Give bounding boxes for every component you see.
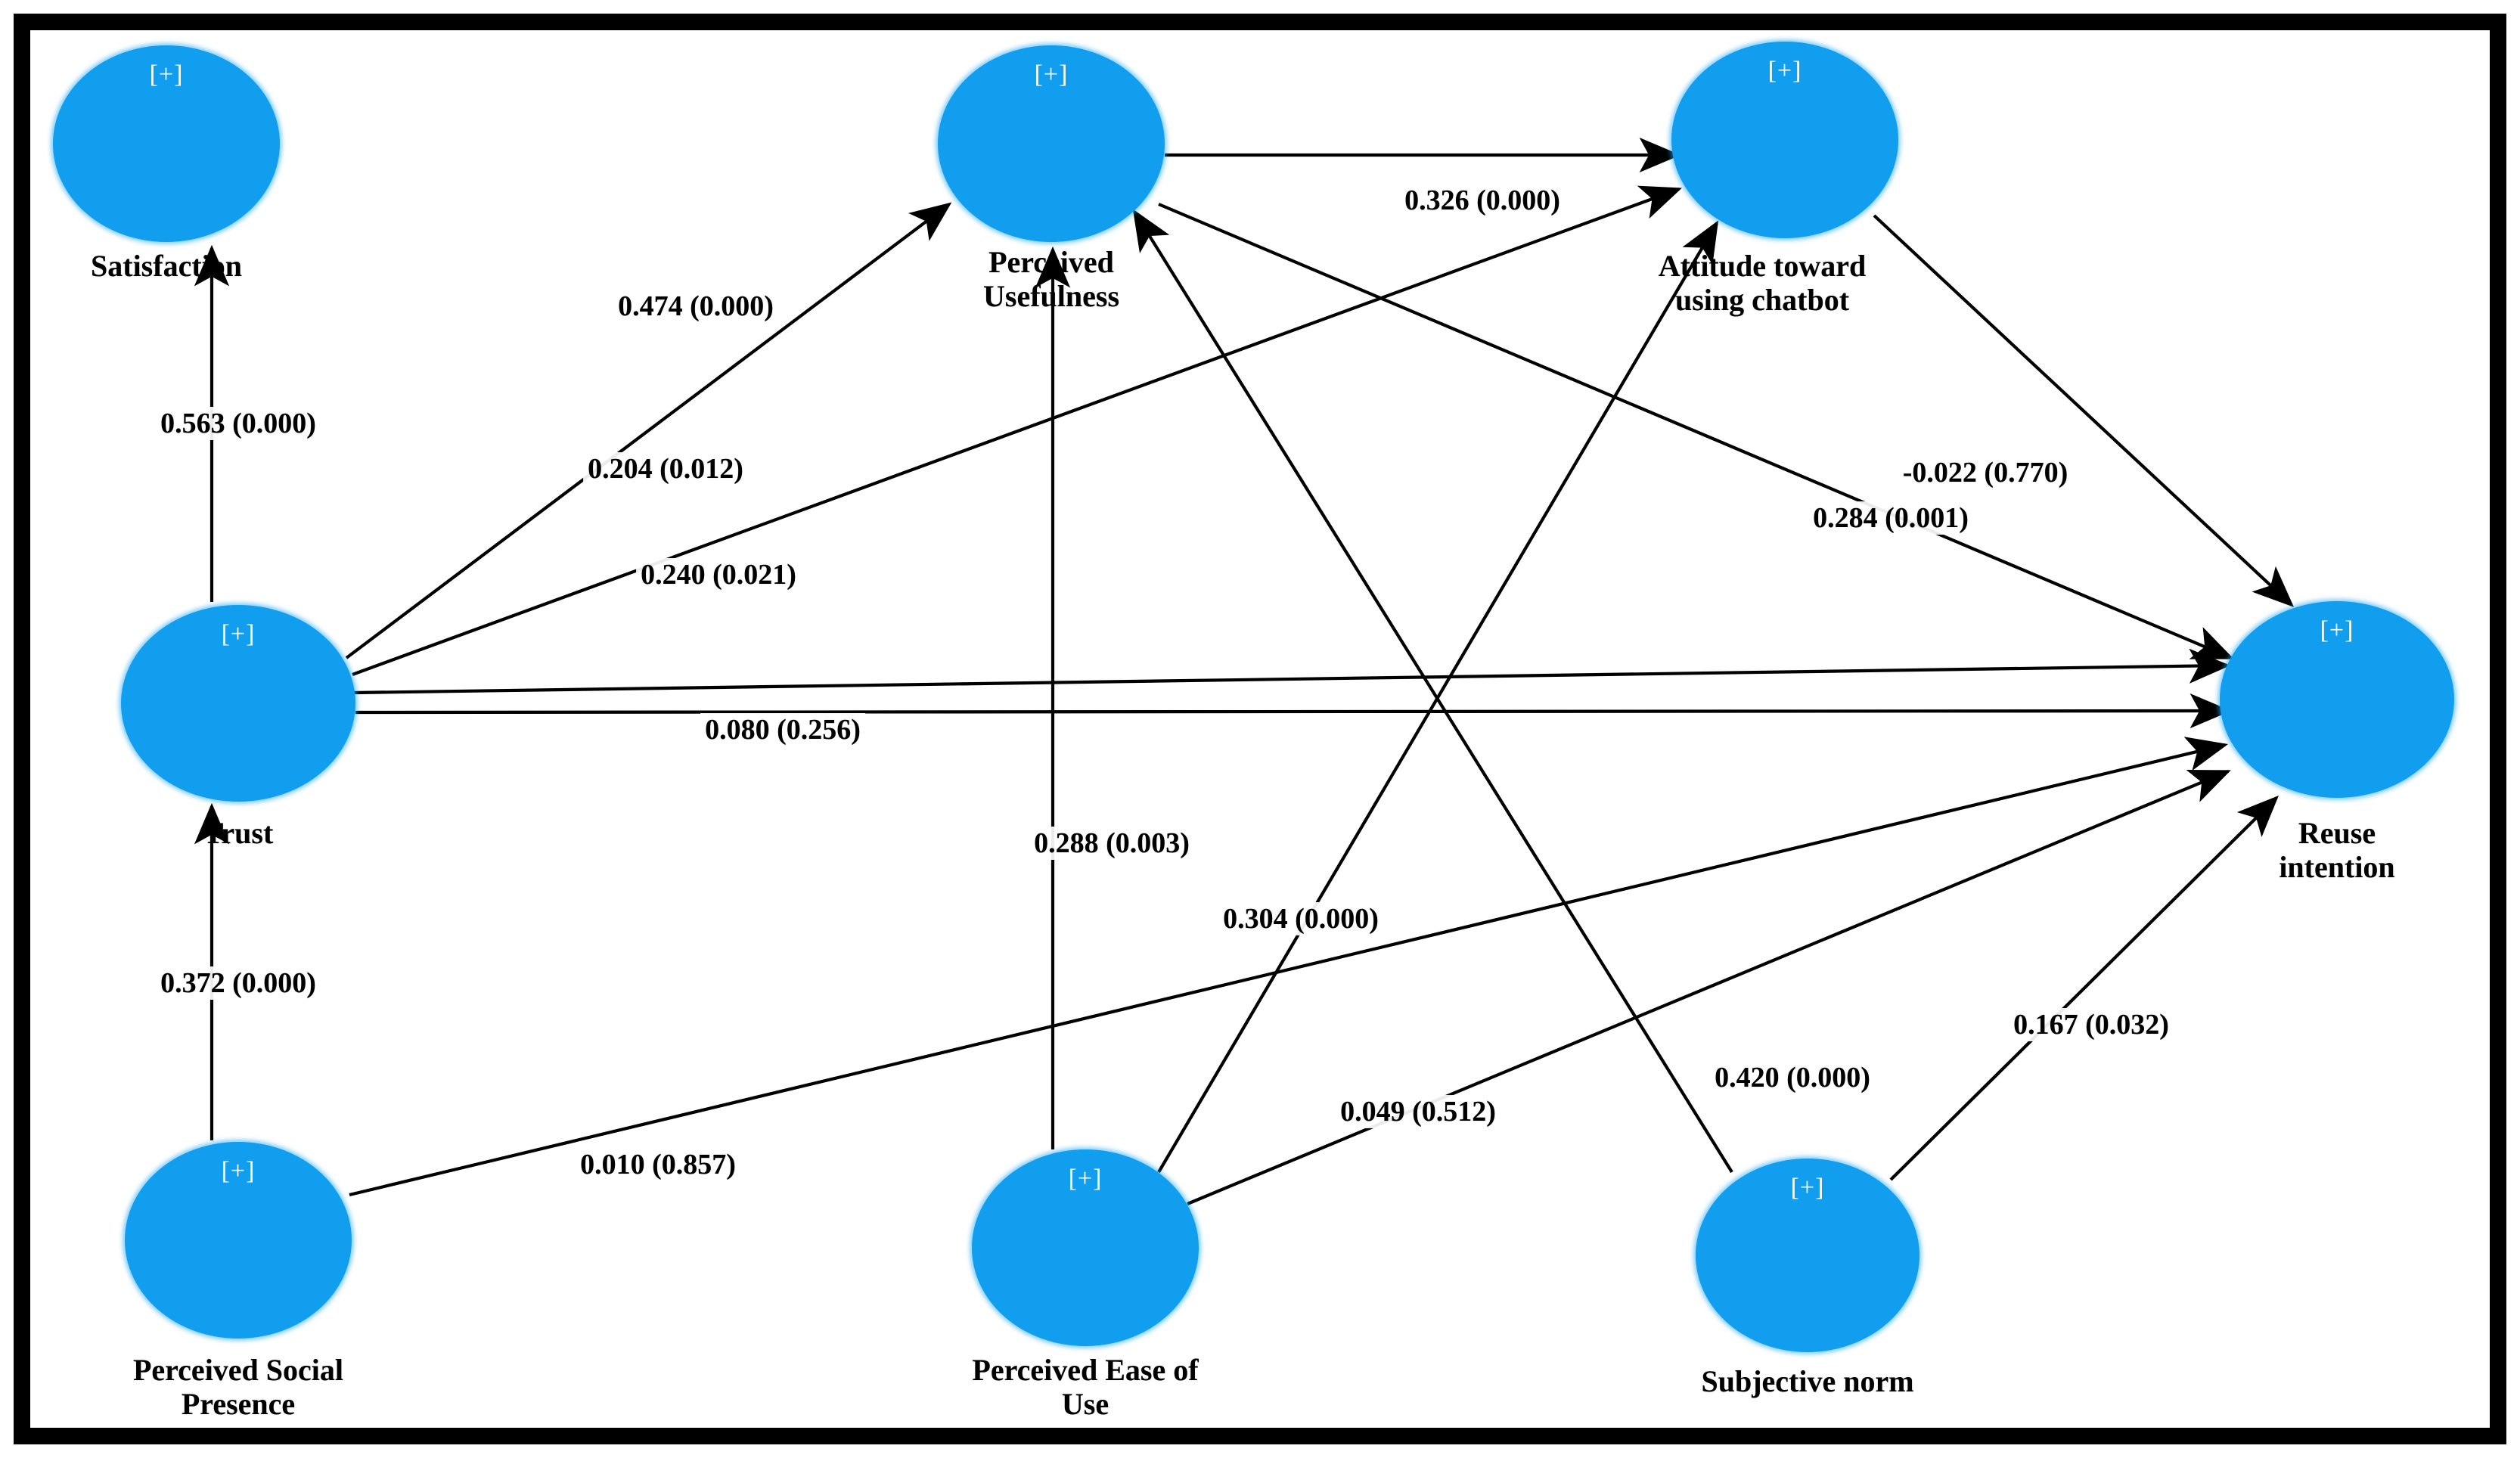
node-marker-plus: [+] [221,1157,256,1185]
edge-trust-reuse-b [355,693,2232,729]
edge-trust-usefulness [345,202,952,659]
diagram-canvas: [+] Satisfaction [+] Perceived Usefulnes… [53,42,2520,1458]
node-marker-plus: [+] [149,60,184,88]
edge-presence-reuse [349,737,2229,1197]
node-marker-plus: [+] [1068,1165,1103,1193]
edge-attitude-reuse [1873,214,2295,607]
node-marker-plus: [+] [1790,1174,1825,1202]
diagram-frame-border: [+] Satisfaction [+] Perceived Usefulnes… [14,14,2506,1444]
node-marker-plus: [+] [2320,616,2354,644]
edge-label-usefulness-attitude: 0.326 (0.000) [1400,184,1565,217]
edge-label-trust-usefulness: 0.474 (0.000) [613,290,778,323]
node-label-trust: Trust [203,816,274,850]
edge-label-norm-reuse: 0.167 (0.032) [2009,1008,2174,1041]
node-trust[interactable]: [+] [121,605,355,802]
edge-trust-reuse-a [353,648,2231,695]
edge-label-ease-reuse: 0.049 (0.512) [1336,1095,1501,1128]
edge-label-ease-usefulness: 0.288 (0.003) [1029,827,1194,860]
edge-usefulness-reuse [1158,203,2234,659]
edge-label-trust-reuse-a: 0.240 (0.021) [636,558,801,591]
edge-label-attitude-reuse: -0.022 (0.770) [1898,456,2073,489]
node-label-attitude-toward-using-chatbot: Attitude toward using chatbot [1658,249,1867,317]
edge-trust-attitude [352,185,1682,676]
edge-label-trust-satisfaction: 0.563 (0.000) [156,407,321,440]
node-label-perceived-ease-of-use: Perceived Ease of Use [972,1353,1199,1421]
edge-label-presence-trust: 0.372 (0.000) [156,966,321,1000]
node-marker-plus: [+] [1767,57,1802,85]
node-label-subjective-norm: Subjective norm [1701,1364,1914,1398]
edge-label-norm-usefulness: 0.420 (0.000) [1710,1061,1875,1094]
node-reuse-intention[interactable]: [+] [2220,601,2454,798]
node-label-perceived-usefulness: Perceived Usefulness [982,245,1120,313]
edge-label-usefulness-reuse: 0.284 (0.001) [1808,501,1973,535]
node-perceived-usefulness[interactable]: [+] [938,45,1165,242]
node-label-perceived-social-presence: Perceived Social Presence [132,1353,344,1421]
node-label-reuse-intention: Reuse intention [2279,816,2395,884]
edge-norm-usefulness [1132,209,1733,1174]
node-subjective-norm[interactable]: [+] [1696,1159,1919,1352]
node-satisfaction[interactable]: [+] [53,45,280,242]
edge-label-trust-reuse-b: 0.080 (0.256) [700,713,865,746]
node-marker-plus: [+] [1034,60,1069,88]
node-marker-plus: [+] [221,620,256,648]
path-edges-layer [194,137,2295,1205]
node-attitude-toward-using-chatbot[interactable]: [+] [1671,42,1898,238]
edge-norm-reuse [1889,796,2279,1181]
edge-label-ease-attitude: 0.304 (0.000) [1218,902,1383,935]
node-label-satisfaction: Satisfaction [91,249,242,283]
edge-ease-reuse [1187,770,2231,1205]
node-perceived-ease-of-use[interactable]: [+] [972,1149,1199,1346]
node-perceived-social-presence[interactable]: [+] [125,1142,352,1339]
edge-label-presence-reuse: 0.010 (0.857) [576,1148,740,1181]
edge-label-trust-attitude: 0.204 (0.012) [583,452,748,485]
